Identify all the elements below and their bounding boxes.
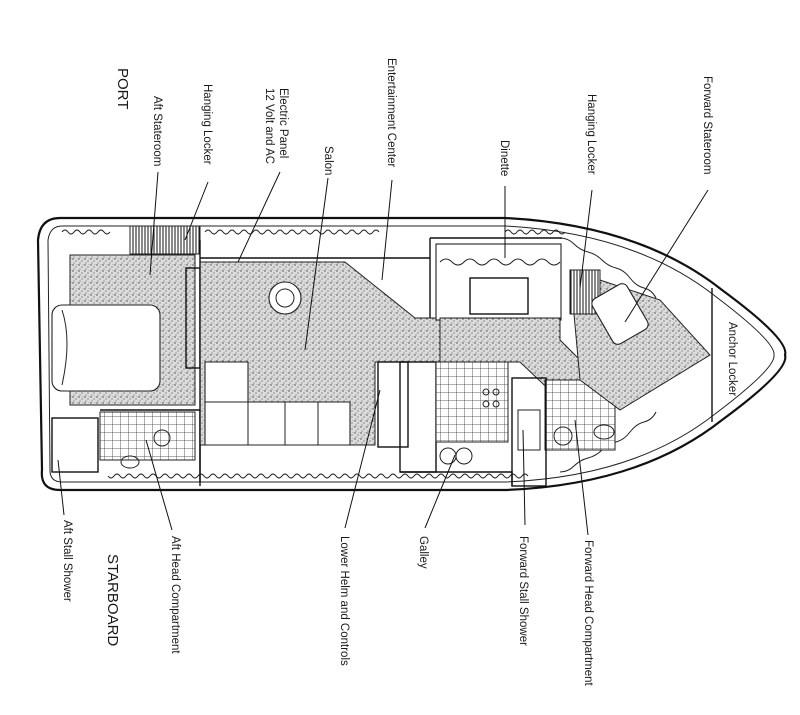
- forward-berth: [591, 283, 649, 345]
- hull-outline: [36, 216, 787, 492]
- inner-hull-line: [47, 225, 775, 483]
- aft-berth-pillow: [61, 309, 68, 386]
- salon-chair: [268, 281, 302, 315]
- aft-hanging-locker: [129, 225, 201, 255]
- label-salon: Salon: [322, 146, 334, 175]
- label-forward-stall-shower: Forward Stall Shower: [517, 536, 529, 646]
- galley-sink-left: [439, 447, 457, 465]
- aft-berth: [51, 304, 161, 392]
- galley-stove-burners: [482, 388, 500, 408]
- label-forward-stateroom: Forward Stateroom: [701, 76, 713, 174]
- aft-toilet-icon: [153, 429, 171, 447]
- label-electric-panel: Electric Panel: [277, 88, 289, 158]
- label-aft-head-compartment: Aft Head Compartment: [169, 536, 181, 654]
- label-port: PORT: [114, 68, 131, 109]
- label-dinette: Dinette: [498, 140, 510, 176]
- dinette-bench: [435, 243, 562, 321]
- forward-sink-icon: [593, 424, 615, 440]
- forward-toilet-icon: [553, 426, 573, 446]
- label-forward-head-compartment: Forward Head Compartment: [582, 540, 594, 687]
- label-hanging-locker-forward: Hanging Locker: [585, 94, 597, 175]
- aft-sink-icon: [120, 455, 140, 469]
- label-starboard: STARBOARD: [104, 554, 121, 646]
- salon-chair-seat: [275, 288, 295, 308]
- label-galley: Galley: [417, 536, 429, 569]
- forward-stall-shower-box: [511, 377, 547, 487]
- label-aft-stall-shower: Aft Stall Shower: [61, 520, 73, 602]
- lower-helm-console: [377, 361, 409, 448]
- galley-sink-right: [455, 447, 473, 465]
- salon-bulkhead: [199, 240, 430, 486]
- starboard-side-trim: [107, 473, 529, 479]
- label-entertainment-center: Entertainment Center: [385, 58, 397, 167]
- salon-settee: [204, 361, 351, 446]
- leader-lines: [57, 171, 709, 536]
- label-anchor-locker: Anchor Locker: [726, 322, 738, 396]
- forward-shower-basin: [517, 409, 541, 451]
- dinette-table: [469, 277, 529, 315]
- aft-head-floor: [99, 411, 196, 461]
- helm-station: [399, 361, 437, 473]
- label-12-volt-ac: 12 Volt and AC: [263, 88, 275, 164]
- port-side-trim: [61, 229, 566, 235]
- label-lower-helm-controls: Lower Helm and Controls: [338, 536, 350, 666]
- galley-floor: [435, 361, 509, 443]
- label-aft-stateroom: Aft Stateroom: [151, 96, 163, 166]
- aft-stall-shower-box: [51, 417, 99, 473]
- dinette-bulkhead: [429, 237, 562, 318]
- label-hanging-locker-aft: Hanging Locker: [201, 84, 213, 165]
- dinette-wave: [439, 258, 561, 266]
- settee-cushion-lines: [205, 401, 319, 445]
- bow-trim-port: [559, 237, 657, 299]
